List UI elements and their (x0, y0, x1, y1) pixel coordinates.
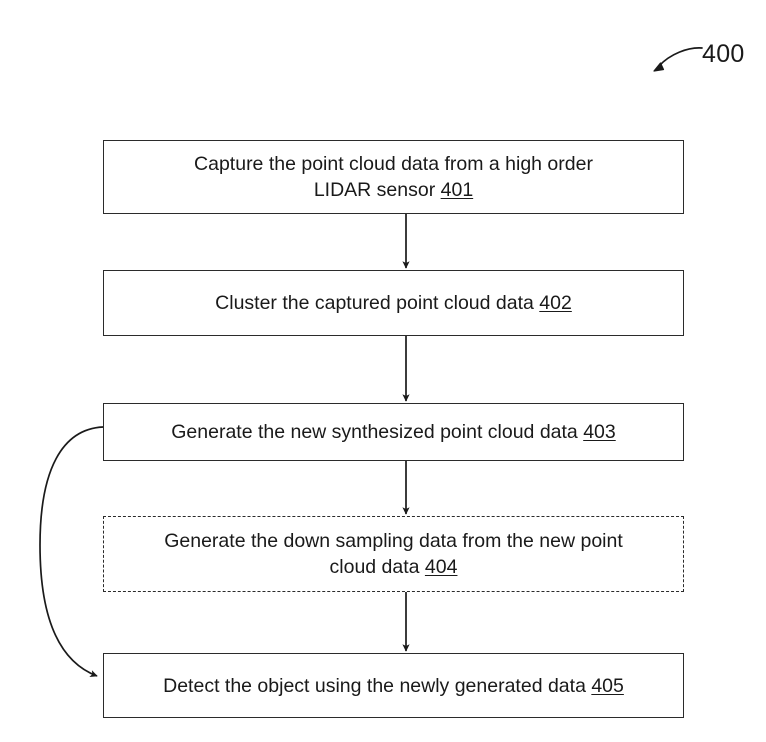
node-405-body: Detect the object using the newly genera… (163, 674, 592, 697)
node-402-text: Cluster the captured point cloud data 40… (215, 290, 572, 316)
process-node-401[interactable]: Capture the point cloud data from a high… (103, 140, 684, 214)
process-node-402[interactable]: Cluster the captured point cloud data 40… (103, 270, 684, 336)
node-403-text: Generate the new synthesized point cloud… (171, 419, 615, 445)
node-401-text: Capture the point cloud data from a high… (194, 151, 593, 203)
node-402-body: Cluster the captured point cloud data (215, 292, 540, 314)
figure-number-label: 400 (702, 40, 745, 68)
node-401-body: Capture the point cloud data from a high… (194, 153, 593, 201)
node-405-ref: 405 (591, 674, 624, 697)
node-403-body: Generate the new synthesized point cloud… (171, 421, 584, 443)
connector-403-to-405-bypass (39, 426, 104, 677)
figure-lead-line (653, 47, 703, 72)
node-404-text: Generate the down sampling data from the… (164, 528, 623, 580)
node-401-ref: 401 (440, 179, 474, 201)
node-405-text: Detect the object using the newly genera… (163, 673, 624, 699)
node-404-body: Generate the down sampling data from the… (164, 530, 623, 578)
process-node-403[interactable]: Generate the new synthesized point cloud… (103, 403, 684, 461)
process-node-405[interactable]: Detect the object using the newly genera… (103, 653, 684, 718)
node-404-ref: 404 (424, 556, 458, 578)
node-402-ref: 402 (539, 292, 572, 314)
process-node-404-optional[interactable]: Generate the down sampling data from the… (103, 516, 684, 592)
node-403-ref: 403 (583, 421, 616, 443)
